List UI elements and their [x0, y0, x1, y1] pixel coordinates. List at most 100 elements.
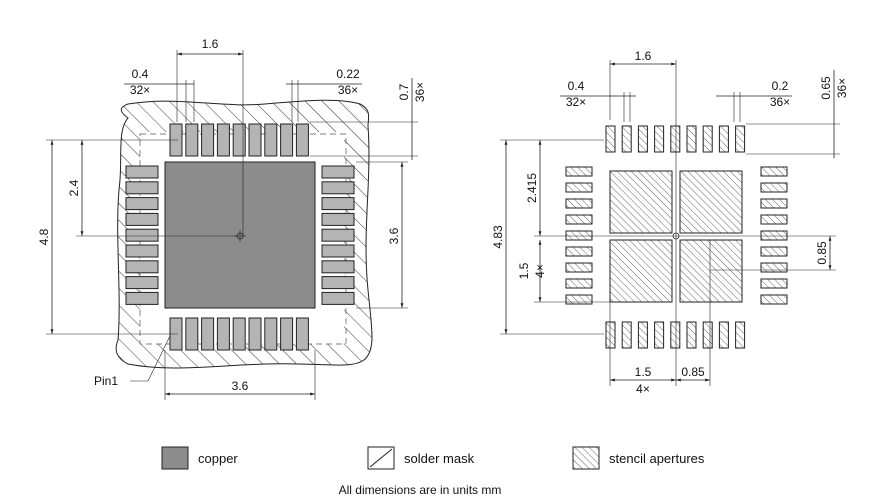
pad-left	[125, 291, 159, 305]
pad-right	[321, 228, 355, 242]
dim-left-2-4: 2.4	[67, 179, 81, 196]
dim-right-4-83: 4.83	[491, 225, 505, 249]
stencil-pad-left	[565, 230, 593, 241]
stencil-pad-right	[760, 262, 788, 273]
stencil-pad-top	[654, 125, 665, 153]
pad-top	[280, 123, 294, 157]
dim-right-32x: 32×	[566, 95, 586, 109]
pad-top	[295, 123, 309, 157]
dim-left-1-6: 1.6	[202, 37, 219, 51]
stencil-pad-top	[637, 125, 648, 153]
stencil-pad-bottom	[670, 321, 681, 349]
stencil-pad-left	[565, 182, 593, 193]
stencil-pad-bottom	[637, 321, 648, 349]
dim-left-4-8: 4.8	[37, 228, 51, 245]
stencil-aperture-tl	[609, 170, 673, 234]
stencil-pad-right	[760, 230, 788, 241]
dim-left-3-6-h: 3.6	[232, 379, 249, 393]
stencil-pad-top	[735, 125, 746, 153]
pad-top	[232, 123, 246, 157]
dim-right-0-4: 0.4	[568, 79, 585, 93]
pad-bottom	[280, 317, 294, 351]
stencil-pad-left	[565, 246, 593, 257]
stencil-pad-top	[686, 125, 697, 153]
stencil-pad-top	[702, 125, 713, 153]
dim-right-4x-h: 4×	[636, 382, 650, 396]
pad-right	[321, 260, 355, 274]
dim-left-3-6-v: 3.6	[387, 227, 401, 244]
stencil-pad-left	[565, 198, 593, 209]
pad-left	[125, 197, 159, 211]
dim-right-0-85-v: 0.85	[815, 241, 829, 265]
pad-top	[248, 123, 262, 157]
stencil-pad-right	[760, 246, 788, 257]
dim-right-1-6: 1.6	[635, 49, 652, 63]
pad-left	[125, 212, 159, 226]
dim-left-0-4: 0.4	[132, 67, 149, 81]
dim-right-0-2: 0.2	[772, 79, 789, 93]
pad-left	[125, 181, 159, 195]
left-view: 1.6 0.4 32× 0.22 36× 0.7 36× 4.8 2.4 3.6	[37, 37, 427, 400]
dim-right-0-85-h: 0.85	[681, 365, 705, 379]
pad-top	[201, 123, 215, 157]
stencil-pad-top	[605, 125, 616, 153]
pad-bottom	[264, 317, 278, 351]
dim-left-0-7: 0.7	[397, 83, 411, 100]
stencil-pad-bottom	[686, 321, 697, 349]
pad-right	[321, 291, 355, 305]
pad-left	[125, 260, 159, 274]
stencil-pad-left	[565, 214, 593, 225]
stencil-pad-left	[565, 166, 593, 177]
stencil-pad-top	[670, 125, 681, 153]
stencil-pad-right	[760, 294, 788, 305]
stencil-pad-left	[565, 278, 593, 289]
stencil-pad-right	[760, 166, 788, 177]
pad-right	[321, 197, 355, 211]
legend-mask-label: solder mask	[404, 451, 475, 466]
pad-bottom	[248, 317, 262, 351]
right-stencil-pads	[565, 125, 788, 349]
pad-right	[321, 244, 355, 258]
stencil-pad-right	[760, 182, 788, 193]
dim-left-0-22: 0.22	[336, 67, 360, 81]
dim-right-4x-v: 4×	[533, 264, 547, 278]
pad-bottom	[295, 317, 309, 351]
pad-right	[321, 181, 355, 195]
pad-bottom	[185, 317, 199, 351]
pad-top	[216, 123, 230, 157]
stencil-pad-bottom	[621, 321, 632, 349]
stencil-pad-right	[760, 214, 788, 225]
stencil-pad-left	[565, 262, 593, 273]
legend-copper-swatch	[161, 446, 189, 470]
right-view: 1.6 0.4 32× 0.2 36× 0.65 36× 4.83 2.415 …	[491, 49, 849, 396]
pad-top	[185, 123, 199, 157]
dim-right-1-5-h: 1.5	[635, 365, 652, 379]
legend-stencil-swatch	[572, 446, 600, 470]
pad-left	[125, 165, 159, 179]
pad-left	[125, 276, 159, 290]
dim-left-36x-v: 36×	[413, 82, 427, 102]
stencil-aperture-br	[679, 239, 743, 303]
dim-left-32x: 32×	[130, 83, 150, 97]
pin1-label: Pin1	[94, 374, 118, 388]
pad-right	[321, 212, 355, 226]
legend-mask-hatch	[369, 448, 393, 468]
footer-note: All dimensions are in units mm	[339, 483, 502, 495]
pad-bottom	[232, 317, 246, 351]
dim-right-36x: 36×	[770, 95, 790, 109]
dim-right-2-415: 2.415	[525, 173, 539, 203]
dim-right-0-65: 0.65	[819, 76, 833, 100]
dim-right-36x-v: 36×	[835, 78, 849, 98]
pad-left	[125, 244, 159, 258]
stencil-pad-bottom	[735, 321, 746, 349]
legend-copper-label: copper	[198, 451, 238, 466]
pad-right	[321, 276, 355, 290]
pad-right	[321, 165, 355, 179]
pad-bottom	[201, 317, 215, 351]
pad-left	[125, 228, 159, 242]
pad-bottom	[216, 317, 230, 351]
stencil-aperture-bl	[609, 239, 673, 303]
stencil-pad-left	[565, 294, 593, 305]
stencil-pad-top	[621, 125, 632, 153]
